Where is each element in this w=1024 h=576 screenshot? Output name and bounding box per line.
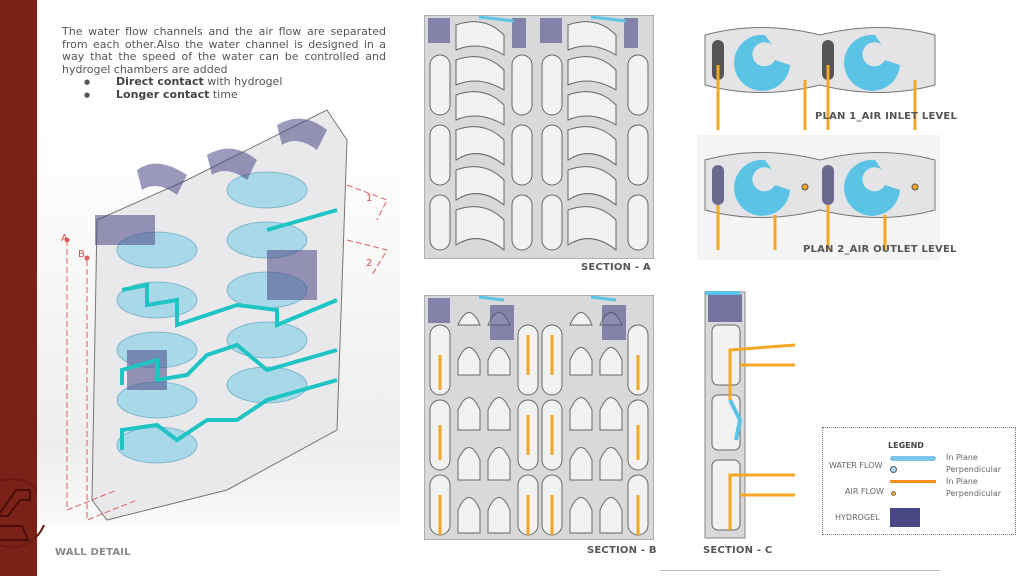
- section-c-drawing: [704, 291, 796, 539]
- air-perpendicular-label: Perpendicular: [946, 489, 1002, 498]
- legend: LEGEND WATER FLOW In Plane Perpendicular…: [822, 427, 1016, 535]
- air-perpendicular-swatch: [891, 491, 896, 496]
- air-in-plane-swatch: [890, 480, 936, 483]
- marker-2: 2: [366, 258, 373, 269]
- legend-title: LEGEND: [888, 441, 924, 450]
- section-b-drawing: [424, 295, 654, 540]
- plan-1-title: PLAN 1_AIR INLET LEVEL: [815, 111, 958, 122]
- legend-water-flow-label: WATER FLOW: [829, 461, 883, 470]
- feature-item: Longer contact time: [84, 88, 386, 102]
- legend-hydrogel-label: HYDROGEL: [835, 513, 880, 522]
- feature-item: Direct contact with hydrogel: [84, 75, 386, 89]
- water-in-plane-label: In Plane: [946, 453, 978, 462]
- feature-list: Direct contact with hydrogel Longer cont…: [84, 75, 386, 102]
- hydrogel-swatch: [890, 508, 920, 527]
- wall-detail-title: WALL DETAIL: [55, 547, 131, 558]
- marker-a: A: [61, 233, 69, 244]
- section-c-title: SECTION - C: [703, 545, 773, 556]
- footer-rule: [660, 570, 940, 571]
- water-in-plane-swatch: [890, 456, 936, 461]
- section-a-title: SECTION - A: [581, 262, 651, 273]
- legend-air-flow-label: AIR FLOW: [845, 487, 884, 496]
- marker-b: B: [78, 249, 86, 260]
- air-in-plane-label: In Plane: [946, 477, 978, 486]
- water-perpendicular-label: Perpendicular: [946, 465, 1002, 474]
- section-b-title: SECTION - B: [587, 545, 657, 556]
- plan-2-title: PLAN 2_AIR OUTLET LEVEL: [803, 244, 957, 255]
- wall-detail-drawing: [64, 109, 388, 521]
- water-perpendicular-swatch: [890, 466, 897, 473]
- plan-2-drawing: [704, 152, 936, 250]
- intro-paragraph: The water flow channels and the air flow…: [62, 25, 386, 76]
- marker-1: 1: [366, 193, 373, 204]
- plan-1-drawing: [704, 27, 936, 130]
- section-a-drawing: [424, 15, 654, 259]
- intro-text: The water flow channels and the air flow…: [62, 25, 386, 102]
